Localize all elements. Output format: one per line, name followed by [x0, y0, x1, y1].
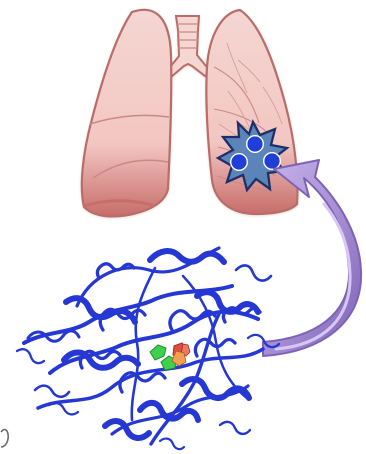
cropped-edge-mark — [1, 430, 8, 447]
cell-blue-3 — [264, 153, 281, 170]
cell-blue-1 — [247, 136, 264, 153]
cell-blue-2 — [231, 154, 248, 171]
protein-structure-icon — [17, 248, 279, 449]
left-lung — [82, 10, 171, 217]
